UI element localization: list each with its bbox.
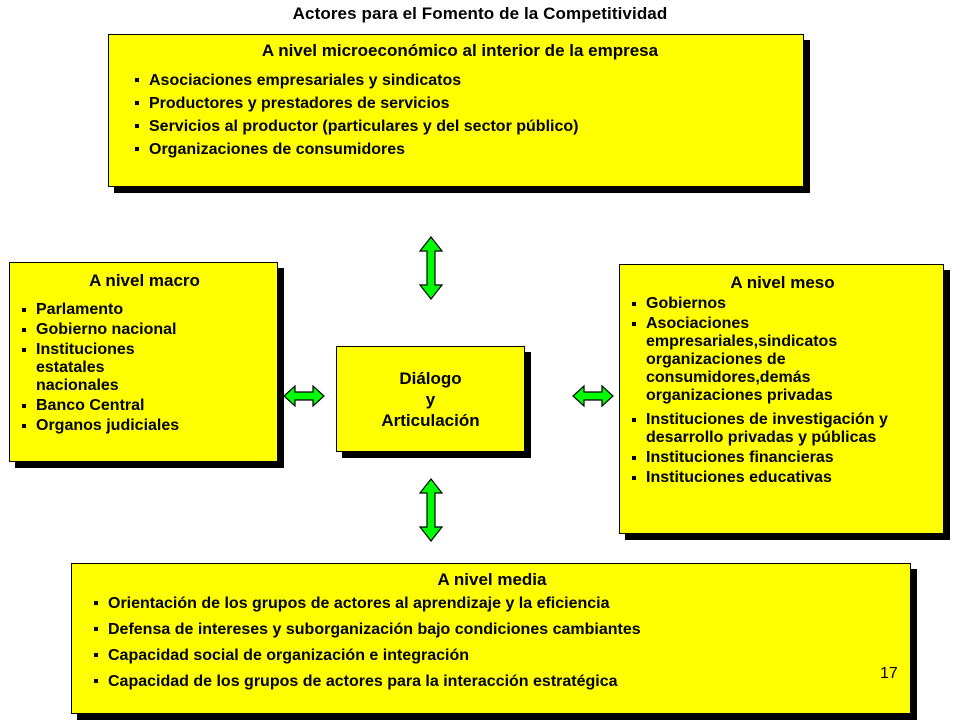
- list-item: Parlamento: [18, 301, 271, 319]
- list-item: Instituciones educativas: [628, 469, 937, 487]
- diagram-title: Actores para el Fomento de la Competitiv…: [292, 4, 668, 23]
- macro-level-title: A nivel macro: [89, 271, 200, 290]
- meso-level-box: A nivel meso Gobiernos Asociaciones empr…: [619, 264, 944, 534]
- page-number: 17: [880, 665, 898, 682]
- dialogue-line: y: [425, 389, 436, 409]
- list-item: Organizaciones de consumidores: [131, 140, 789, 159]
- micro-level-title: A nivel microeconómico al interior de la…: [261, 41, 659, 60]
- list-item: Asociaciones empresariales,sindicatos or…: [628, 315, 916, 405]
- arrow-up-down-bottom-icon: [418, 478, 444, 542]
- arrow-left-right-right-icon: [572, 384, 614, 408]
- list-item: Instituciones de investigación y desarro…: [628, 411, 936, 447]
- list-item: Servicios al productor (particulares y d…: [131, 117, 789, 136]
- media-level-list: Orientación de los grupos de actores al …: [90, 594, 894, 691]
- media-level-title: A nivel media: [437, 570, 547, 589]
- list-item: Organos judiciales: [18, 417, 271, 435]
- list-item: Instituciones financieras: [628, 449, 937, 467]
- list-item: Banco Central: [18, 397, 271, 415]
- list-item: Defensa de intereses y suborganización b…: [90, 620, 894, 639]
- list-item: Gobierno nacional: [18, 321, 271, 339]
- meso-level-title: A nivel meso: [730, 273, 835, 292]
- list-item: Capacidad de los grupos de actores para …: [90, 672, 894, 691]
- dialogue-box: Diálogo y Articulación: [336, 346, 525, 452]
- list-item: Instituciones estatales nacionales: [18, 341, 186, 395]
- list-item: Capacidad social de organización e integ…: [90, 646, 894, 665]
- arrow-left-right-left-icon: [283, 384, 325, 408]
- list-item: Productores y prestadores de servicios: [131, 94, 789, 113]
- dialogue-line: Diálogo: [399, 368, 462, 388]
- list-item: Orientación de los grupos de actores al …: [90, 594, 894, 613]
- meso-level-list: Gobiernos Asociaciones empresariales,sin…: [628, 295, 937, 487]
- micro-level-box: A nivel microeconómico al interior de la…: [108, 34, 804, 187]
- macro-level-list: Parlamento Gobierno nacional Institucion…: [18, 301, 271, 435]
- micro-level-list: Asociaciones empresariales y sindicatos …: [131, 71, 789, 159]
- list-item: Gobiernos: [628, 295, 937, 313]
- dialogue-text: Diálogo y Articulación: [381, 368, 479, 431]
- macro-level-box: A nivel macro Parlamento Gobierno nacion…: [9, 262, 278, 462]
- arrow-up-down-top-icon: [418, 236, 444, 300]
- dialogue-line: Articulación: [381, 410, 480, 430]
- list-item: Asociaciones empresariales y sindicatos: [131, 71, 789, 90]
- media-level-box: A nivel media Orientación de los grupos …: [71, 563, 911, 714]
